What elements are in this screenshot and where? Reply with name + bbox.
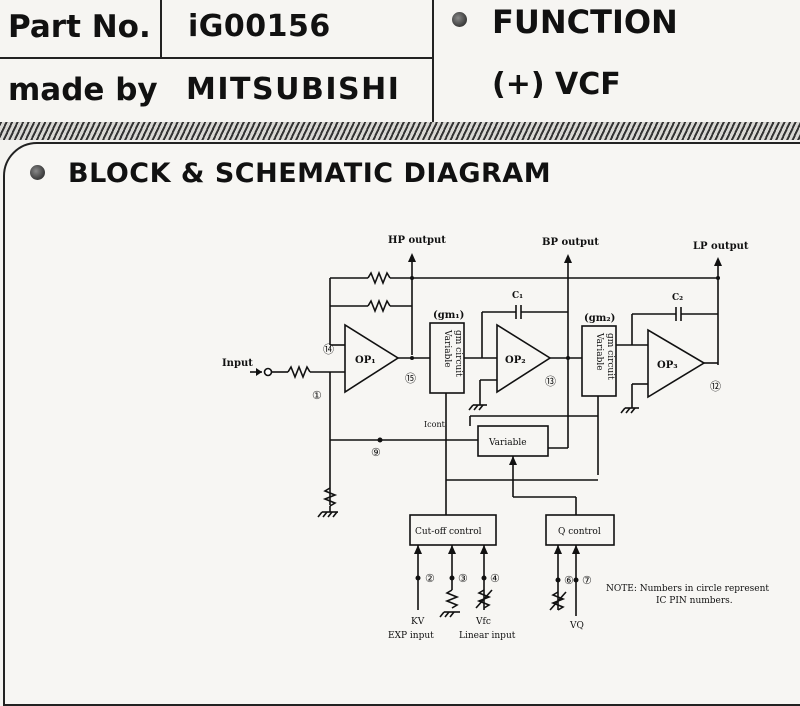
function-bullet-icon (452, 12, 467, 27)
gm2-block: (gm₂) Variable gm circuit (581, 313, 648, 475)
input-stage: Input ① (222, 358, 345, 518)
pin-6: ⑥ (564, 574, 574, 587)
c2-label: C₂ (672, 293, 683, 303)
variable-control-arrow-icon (509, 456, 517, 465)
op1-label: OP₁ (355, 355, 376, 366)
pin-2: ② (425, 572, 435, 585)
q-control: Q control ⑥ ⑦ VQ (513, 496, 615, 631)
pin-3: ③ (458, 572, 468, 585)
section-title: BLOCK & SCHEMATIC DIAGRAM (68, 158, 552, 189)
note-line-2: IC PIN numbers. (656, 596, 733, 606)
cutoff-control: Cut-off control ② ③ ④ KV EXP input Vfc L… (388, 479, 598, 641)
input-label: Input (222, 358, 253, 369)
gm1-label: (gm₁) (433, 310, 464, 321)
maker-name: MITSUBISHI (186, 72, 401, 107)
header: Part No. iG00156 made by MITSUBISHI FUNC… (0, 0, 800, 122)
vq-label: VQ (569, 621, 584, 631)
note-line-1: NOTE: Numbers in circle represent (606, 584, 769, 594)
lp-output: LP output (693, 241, 749, 365)
pin-7: ⑦ (582, 574, 592, 587)
bp-output-label: BP output (542, 237, 599, 248)
feedback-network (329, 270, 720, 346)
header-column-divider (432, 0, 434, 122)
variable-block: ⑨ Variable (330, 415, 598, 497)
gm2-label: (gm₂) (584, 313, 615, 324)
gm1-text-line1: Variable (442, 329, 452, 368)
op2-label: OP₂ (505, 355, 526, 366)
bias-resistor (322, 487, 338, 507)
feedback-resistor-1 (367, 270, 391, 286)
section-bullet-icon (30, 165, 45, 180)
feedback-resistor-2 (367, 298, 391, 314)
kv-label: KV (411, 617, 425, 627)
gm2-text-line1: Variable (594, 332, 604, 371)
cutoff-block-label: Cut-off control (415, 527, 482, 537)
gm2-text-line2: gm circuit (605, 333, 615, 380)
function-label: FUNCTION (492, 3, 678, 41)
part-number: iG00156 (188, 9, 331, 44)
header-row-divider (0, 57, 432, 59)
q-block-label: Q control (558, 527, 601, 537)
schematic-diagram: HP output BP output LP output Input (222, 235, 769, 641)
vfc-label: Vfc (475, 617, 491, 627)
pin-1: ① (312, 389, 322, 402)
hp-output-label: HP output (388, 235, 446, 246)
part-label: Part No. (8, 9, 151, 45)
input-resistor (287, 364, 311, 380)
op3-label: OP₃ (657, 360, 678, 371)
pin-4: ④ (490, 572, 500, 585)
input-arrow-icon (256, 368, 262, 376)
pin-9: ⑨ (371, 446, 381, 459)
function-value: (+) VCF (492, 67, 621, 102)
exp-input-label: EXP input (388, 631, 434, 641)
op2-stage: C₁ OP₂ ⑬ (468, 291, 582, 411)
hp-output-arrow-icon (408, 253, 416, 262)
hatched-divider (0, 122, 800, 140)
op3-stage: C₂ OP₃ ⑫ (620, 293, 721, 414)
bp-output-arrow-icon (564, 254, 572, 263)
bp-output: BP output (542, 237, 599, 448)
gm1-text-line2: gm circuit (453, 330, 463, 377)
maker-label: made by (8, 72, 158, 108)
pin-13: ⑬ (545, 375, 556, 388)
lp-output-arrow-icon (714, 257, 722, 266)
variable-block-label: Variable (488, 438, 527, 448)
pin-note: NOTE: Numbers in circle represent IC PIN… (606, 584, 769, 606)
pin-15: ⑮ (405, 372, 416, 385)
pin-14: ⑭ (323, 343, 334, 356)
gm1-block: (gm₁) Variable gm circuit Icont (424, 310, 497, 505)
linear-input-label: Linear input (459, 631, 516, 641)
part-cell-divider (160, 0, 162, 57)
icont-label: Icont (424, 420, 446, 429)
lp-output-label: LP output (693, 241, 749, 252)
op1-amplifier: OP₁ ⑭ ⑮ (323, 323, 430, 394)
pin-12: ⑫ (710, 380, 721, 393)
c1-label: C₁ (512, 291, 523, 301)
